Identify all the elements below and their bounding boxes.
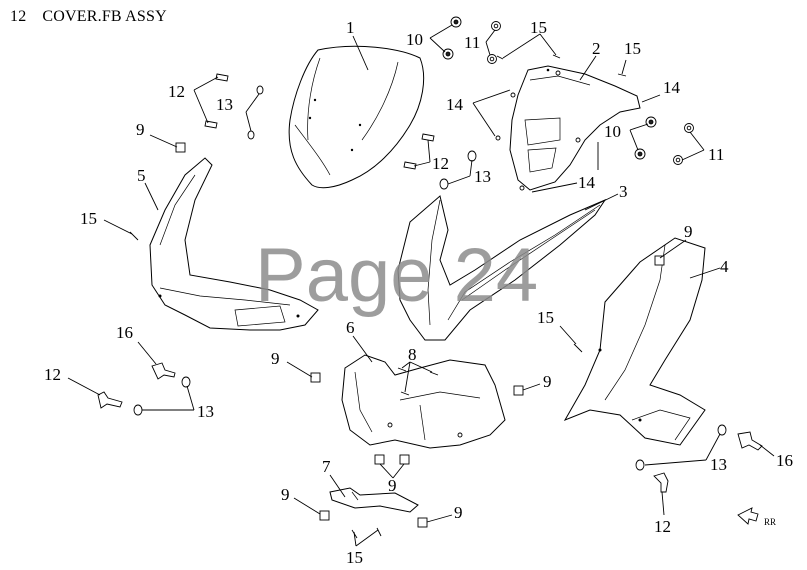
callout-12c: 12 xyxy=(44,365,61,384)
part-front-lower-body xyxy=(341,354,506,449)
direction-label: RR xyxy=(764,517,776,527)
callout-15c: 15 xyxy=(80,209,97,228)
callout-1: 1 xyxy=(346,18,355,37)
callout-9c: 9 xyxy=(271,349,280,368)
callout-9f: 9 xyxy=(281,485,290,504)
callout-15a: 15 xyxy=(530,18,547,37)
part-inner-panel xyxy=(509,65,641,191)
callout-4: 4 xyxy=(720,257,729,276)
callout-2: 2 xyxy=(592,39,601,58)
callout-9d: 9 xyxy=(543,372,552,391)
callout-15d: 15 xyxy=(537,308,554,327)
callout-13d: 13 xyxy=(710,455,727,474)
callout-7: 7 xyxy=(322,457,331,476)
callout-10b: 10 xyxy=(604,122,621,141)
part-windscreen xyxy=(288,45,425,189)
callout-9a: 9 xyxy=(136,120,145,139)
section-title: COVER.FB ASSY xyxy=(42,8,167,25)
callout-15b: 15 xyxy=(624,39,641,58)
callout-labels: 1 2 3 4 5 6 7 8 9 9 9 9 9 9 9 10 10 11 1… xyxy=(44,18,793,567)
callout-12d: 12 xyxy=(654,517,671,536)
section-number: 12 xyxy=(10,8,27,25)
callout-14c: 14 xyxy=(578,173,596,192)
fasteners xyxy=(97,16,763,539)
callout-14a: 14 xyxy=(446,95,464,114)
callout-13c: 13 xyxy=(197,402,214,421)
callout-11b: 11 xyxy=(708,145,724,164)
callout-8: 8 xyxy=(408,345,417,364)
callout-16a: 16 xyxy=(116,323,133,342)
callout-9g: 9 xyxy=(454,503,463,522)
callout-13a: 13 xyxy=(216,95,233,114)
callout-12a: 12 xyxy=(168,82,185,101)
callout-5: 5 xyxy=(137,166,146,185)
part-bracket xyxy=(329,487,419,513)
callout-10a: 10 xyxy=(406,30,423,49)
callout-3: 3 xyxy=(619,182,628,201)
direction-indicator: RR xyxy=(737,507,776,527)
diagram-title: 12 COVER.FB ASSY xyxy=(10,8,167,26)
callout-6: 6 xyxy=(346,318,355,337)
part-right-side-cover xyxy=(563,237,706,446)
callout-12b: 12 xyxy=(432,154,449,173)
callout-9e: 9 xyxy=(388,476,397,495)
callout-14b: 14 xyxy=(663,78,681,97)
callout-13b: 13 xyxy=(474,167,491,186)
callout-11a: 11 xyxy=(464,33,480,52)
callout-15e: 15 xyxy=(346,548,363,567)
callout-16b: 16 xyxy=(776,451,793,470)
leader-lines xyxy=(67,24,775,547)
part-front-top-cover xyxy=(397,195,607,341)
callout-9b: 9 xyxy=(684,222,693,241)
part-left-side-cover xyxy=(149,157,319,331)
